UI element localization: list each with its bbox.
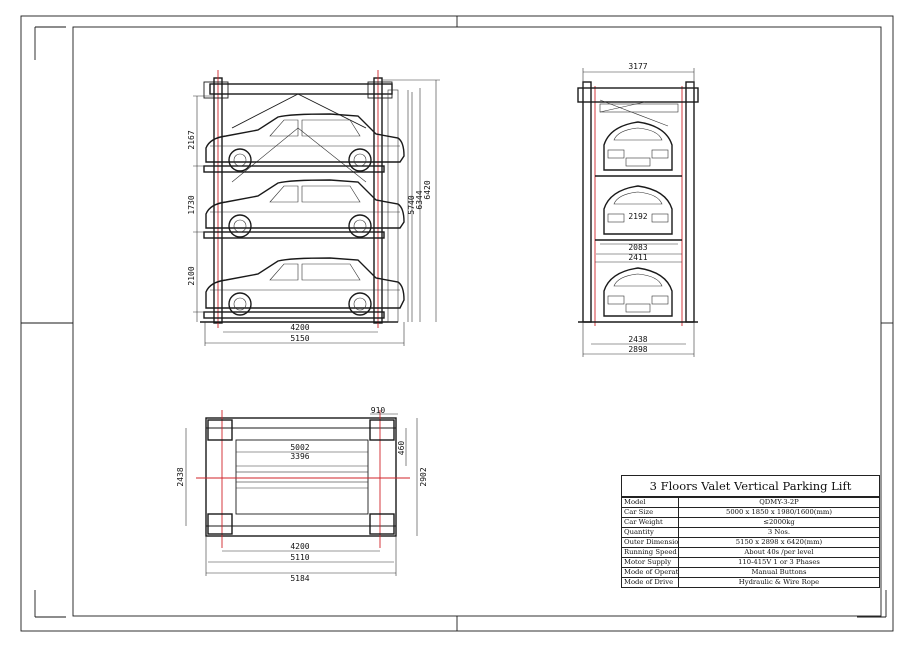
front-bottom-dims: 4200 5150: [204, 322, 405, 346]
spec-row-mode-of-operation: Mode of OperationManual Buttons: [622, 567, 879, 578]
car-front-top: [603, 121, 673, 171]
spec-table-title: 3 Floors Valet Vertical Parking Lift: [622, 476, 879, 497]
dim-top-5110: 5110: [290, 553, 309, 562]
spec-label: Car Weight: [622, 517, 679, 528]
front-right-dims: 5740 6344 6420: [382, 79, 440, 322]
car-middle: [205, 179, 405, 238]
spec-value: 5000 x 1850 x 1980/1600(mm): [678, 507, 879, 518]
dim-side-2898: 2898: [628, 345, 647, 354]
dim-top-2902: 2902: [419, 467, 428, 486]
side-dims: 3177 2192 2083 2411 2438 2898: [582, 62, 695, 357]
spec-label: Quantity: [622, 527, 679, 538]
dim-width-5150: 5150: [290, 334, 309, 343]
spec-label: Mode of Drive: [622, 577, 679, 587]
spec-label: Mode of Operation: [622, 567, 679, 578]
spec-table: 3 Floors Valet Vertical Parking Lift Mod…: [621, 475, 880, 588]
dim-level-3: 2100: [187, 266, 196, 285]
side-view: 3177 2192 2083 2411 2438 2898: [577, 62, 699, 357]
dim-height-6420: 6420: [423, 180, 432, 199]
spec-label: Outer Dimension: [622, 537, 679, 548]
front-view: 2167 1730 2100 5740 6344 6420 4200 5150: [187, 70, 440, 346]
spec-label: Car Size: [622, 507, 679, 518]
dim-height-5740: 5740: [407, 195, 416, 214]
dim-side-2438: 2438: [628, 335, 647, 344]
car-front-middle: [603, 185, 673, 235]
dim-width-4200: 4200: [290, 323, 309, 332]
dim-top-460: 460: [397, 441, 406, 456]
dim-top-2438: 2438: [176, 467, 185, 486]
car-bottom: [205, 257, 405, 316]
sheet-frame: [20, 15, 894, 632]
dim-top-5002: 5002: [290, 443, 309, 452]
dim-side-3177: 3177: [628, 62, 647, 71]
car-front-bottom: [603, 267, 673, 317]
spec-row-car-weight: Car Weight≤2000kg: [622, 517, 879, 528]
spec-label: Running Speed: [622, 547, 679, 558]
spec-value: Hydraulic & Wire Rope: [678, 577, 879, 587]
spec-label: Model: [622, 497, 679, 508]
dim-level-1: 2167: [187, 130, 196, 149]
dim-side-2411: 2411: [628, 253, 647, 262]
spec-value: About 40s /per level: [678, 547, 879, 558]
spec-value: 5150 x 2898 x 6420(mm): [678, 537, 879, 548]
top-view: 910 5002 3396 460 2902 2438 4200 5110 51…: [176, 406, 428, 583]
spec-label: Motor Supply: [622, 557, 679, 568]
top-view-dims: 910 5002 3396 460 2902 2438 4200 5110 51…: [176, 406, 428, 583]
dim-top-4200: 4200: [290, 542, 309, 551]
spec-value: 110-415V 1 or 3 Phases: [678, 557, 879, 568]
car-top: [205, 113, 405, 172]
dim-top-3396: 3396: [290, 452, 309, 461]
spec-value: QDMY-3-2P: [678, 497, 879, 508]
spec-value: Manual Buttons: [678, 567, 879, 578]
dim-side-2083: 2083: [628, 243, 647, 252]
dim-top-910: 910: [371, 406, 386, 415]
front-left-dims: 2167 1730 2100: [187, 95, 214, 322]
dim-level-2: 1730: [187, 195, 196, 214]
spec-value: 3 Nos.: [678, 527, 879, 538]
dim-top-5184: 5184: [290, 574, 309, 583]
dim-height-6344: 6344: [415, 190, 424, 209]
spec-value: ≤2000kg: [678, 517, 879, 528]
dim-side-2192: 2192: [628, 212, 647, 221]
